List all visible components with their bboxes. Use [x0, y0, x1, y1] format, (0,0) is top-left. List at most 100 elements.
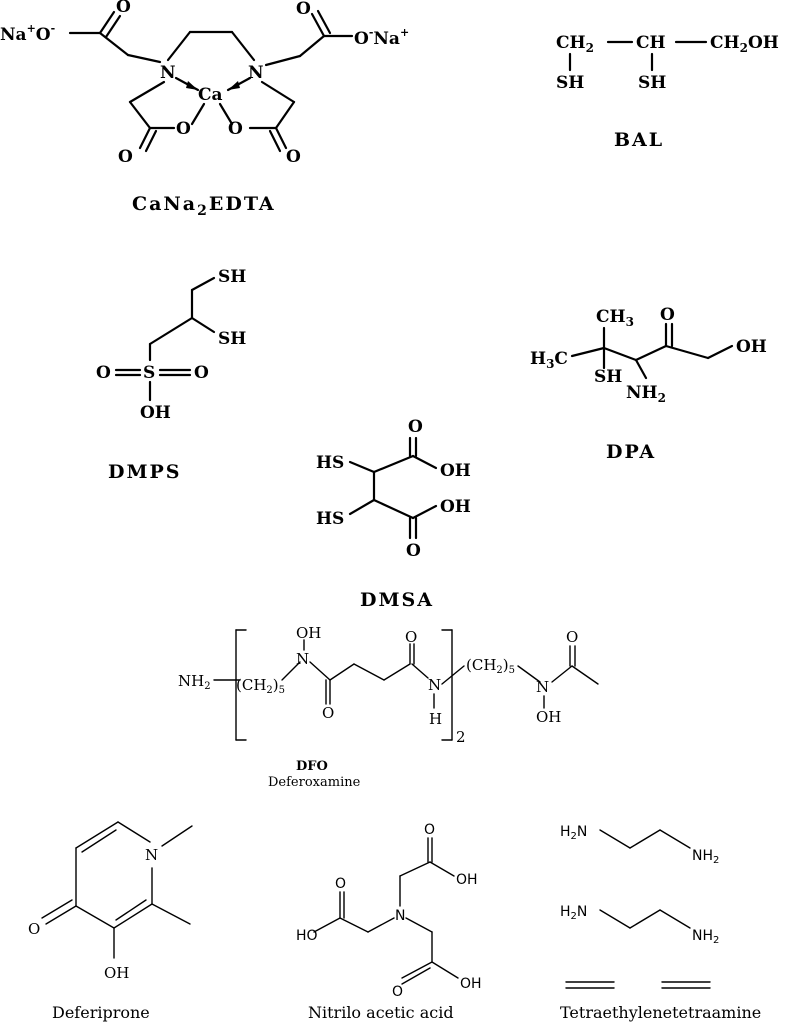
dmsa-o-top: O: [408, 417, 423, 437]
dfo-bond: [329, 663, 355, 681]
deferiprone-n: N: [145, 846, 158, 864]
nta-bond: [399, 861, 431, 877]
nta-o-bottom: O: [392, 984, 403, 1000]
bal-structure: CH2 CH CH2OH SH SH BAL: [556, 33, 779, 151]
bal-ch2oh: CH2OH: [710, 33, 779, 55]
dpa-bond: [706, 344, 734, 360]
deferiprone-bond: [151, 903, 191, 925]
nta-bond: [405, 917, 433, 933]
deferiprone-bond: [45, 905, 77, 925]
edta-bond: [190, 102, 206, 126]
edta-o-bottom-left: O: [118, 147, 133, 167]
nta-bond: [401, 967, 431, 985]
dmsa-bond: [372, 498, 415, 520]
deferiprone-bond: [81, 829, 117, 853]
dpa-o: O: [660, 305, 675, 325]
dpa-bond: [634, 358, 648, 380]
dfo-bond: [441, 665, 465, 685]
edta-o-top-left: O: [116, 0, 131, 17]
edta-bond: [104, 14, 122, 39]
dpa-sh: SH: [594, 367, 622, 387]
dmps-s: S: [143, 363, 155, 383]
edta-bond: [268, 129, 282, 153]
dpa-bond: [664, 344, 710, 360]
edta-bond: [98, 31, 130, 57]
dmsa-oh-top: OH: [440, 461, 471, 481]
teta-bond: [629, 909, 661, 929]
nta-bond: [431, 961, 459, 979]
dfo-repeat-count: 2: [456, 728, 466, 746]
dmsa-bond: [372, 454, 415, 474]
deferiprone-bond: [115, 899, 147, 921]
dfo-nh2: NH2: [178, 672, 211, 692]
teta-nh2-bottom: NH2: [692, 928, 719, 946]
deferiprone-bond: [117, 821, 151, 843]
dmsa-caption: DMSA: [360, 589, 434, 611]
dpa-bond: [602, 346, 638, 362]
dfo-caption-full: Deferoxamine: [268, 775, 361, 790]
dpa-caption: DPA: [606, 441, 656, 463]
edta-bond: [260, 80, 296, 104]
nta-caption: Nitrilo acetic acid: [308, 1003, 454, 1022]
bal-caption: BAL: [614, 129, 664, 151]
teta-bond: [599, 829, 631, 849]
bal-ch: CH: [636, 33, 666, 53]
dmps-sh-top: SH: [218, 267, 246, 287]
dfo-bond: [411, 663, 429, 679]
edta-arrowhead: [228, 81, 240, 90]
dpa-h3c: H3C: [530, 349, 568, 371]
deferiprone-structure: N OH O Deferiprone: [28, 821, 193, 1022]
edta-structure: Na+O- O N N O O-Na+ Ca O O O: [0, 0, 409, 219]
dmps-bond: [148, 316, 194, 346]
teta-h2n-top: H2N: [560, 824, 587, 842]
dmsa-oh-bottom: OH: [440, 497, 471, 517]
edta-bond: [274, 126, 288, 150]
edta-o-top-right: O: [296, 0, 311, 19]
deferiprone-bond: [75, 905, 115, 929]
edta-bond: [128, 100, 152, 130]
nta-bond: [429, 861, 455, 877]
edta-caption: CaNa2EDTA: [132, 193, 276, 219]
dpa-bond: [634, 344, 668, 362]
nta-bond: [313, 917, 341, 933]
dfo-n-right: N: [536, 678, 549, 696]
edta-bond: [218, 102, 234, 126]
dmps-o-right: O: [194, 363, 209, 383]
dmsa-bond: [348, 460, 376, 474]
teta-bond: [629, 829, 661, 849]
dmps-structure: SH SH S O O OH DMPS: [96, 267, 246, 483]
bal-sh-left: SH: [556, 73, 584, 93]
edta-o-bottom-right: O: [286, 147, 301, 167]
edta-n-right: N: [248, 63, 264, 83]
edta-na-left: Na+O-: [0, 22, 55, 45]
dfo-bond: [383, 663, 411, 681]
dfo-n-bottom: N: [428, 676, 441, 694]
dfo-bond: [353, 663, 385, 681]
deferiprone-caption: Deferiprone: [52, 1003, 150, 1022]
dfo-o-right: O: [405, 628, 417, 646]
teta-bond: [599, 909, 631, 929]
dfo-bond: [517, 665, 541, 683]
edta-bond: [230, 30, 256, 62]
edta-o-ring-left: O: [176, 119, 191, 139]
dfo-o-acetyl: O: [566, 628, 578, 646]
deferiprone-bond: [161, 825, 193, 847]
nta-o-left: O: [335, 876, 346, 892]
deferiprone-bond: [113, 903, 153, 929]
teta-structure: H2N NH2 H2N NH2 Tetraethylenetetraamine: [560, 824, 761, 1022]
bal-sh-right: SH: [638, 73, 666, 93]
edta-n-left: N: [160, 63, 176, 83]
dmsa-o-bottom: O: [406, 541, 421, 561]
nta-structure: O OH N O HO OH O Nitrilo acetic acid: [296, 822, 482, 1022]
dfo-caption: DFO: [296, 759, 328, 774]
edta-bond: [274, 100, 296, 130]
dmsa-structure: O OH HS HS OH O DMSA: [316, 417, 471, 611]
teta-caption: Tetraethylenetetraamine: [560, 1003, 761, 1022]
teta-bond: [659, 829, 691, 849]
edta-bond: [144, 129, 158, 153]
dmsa-hs-bottom: HS: [316, 509, 344, 529]
deferiprone-oh: OH: [104, 964, 129, 982]
edta-ca: Ca: [198, 85, 223, 105]
